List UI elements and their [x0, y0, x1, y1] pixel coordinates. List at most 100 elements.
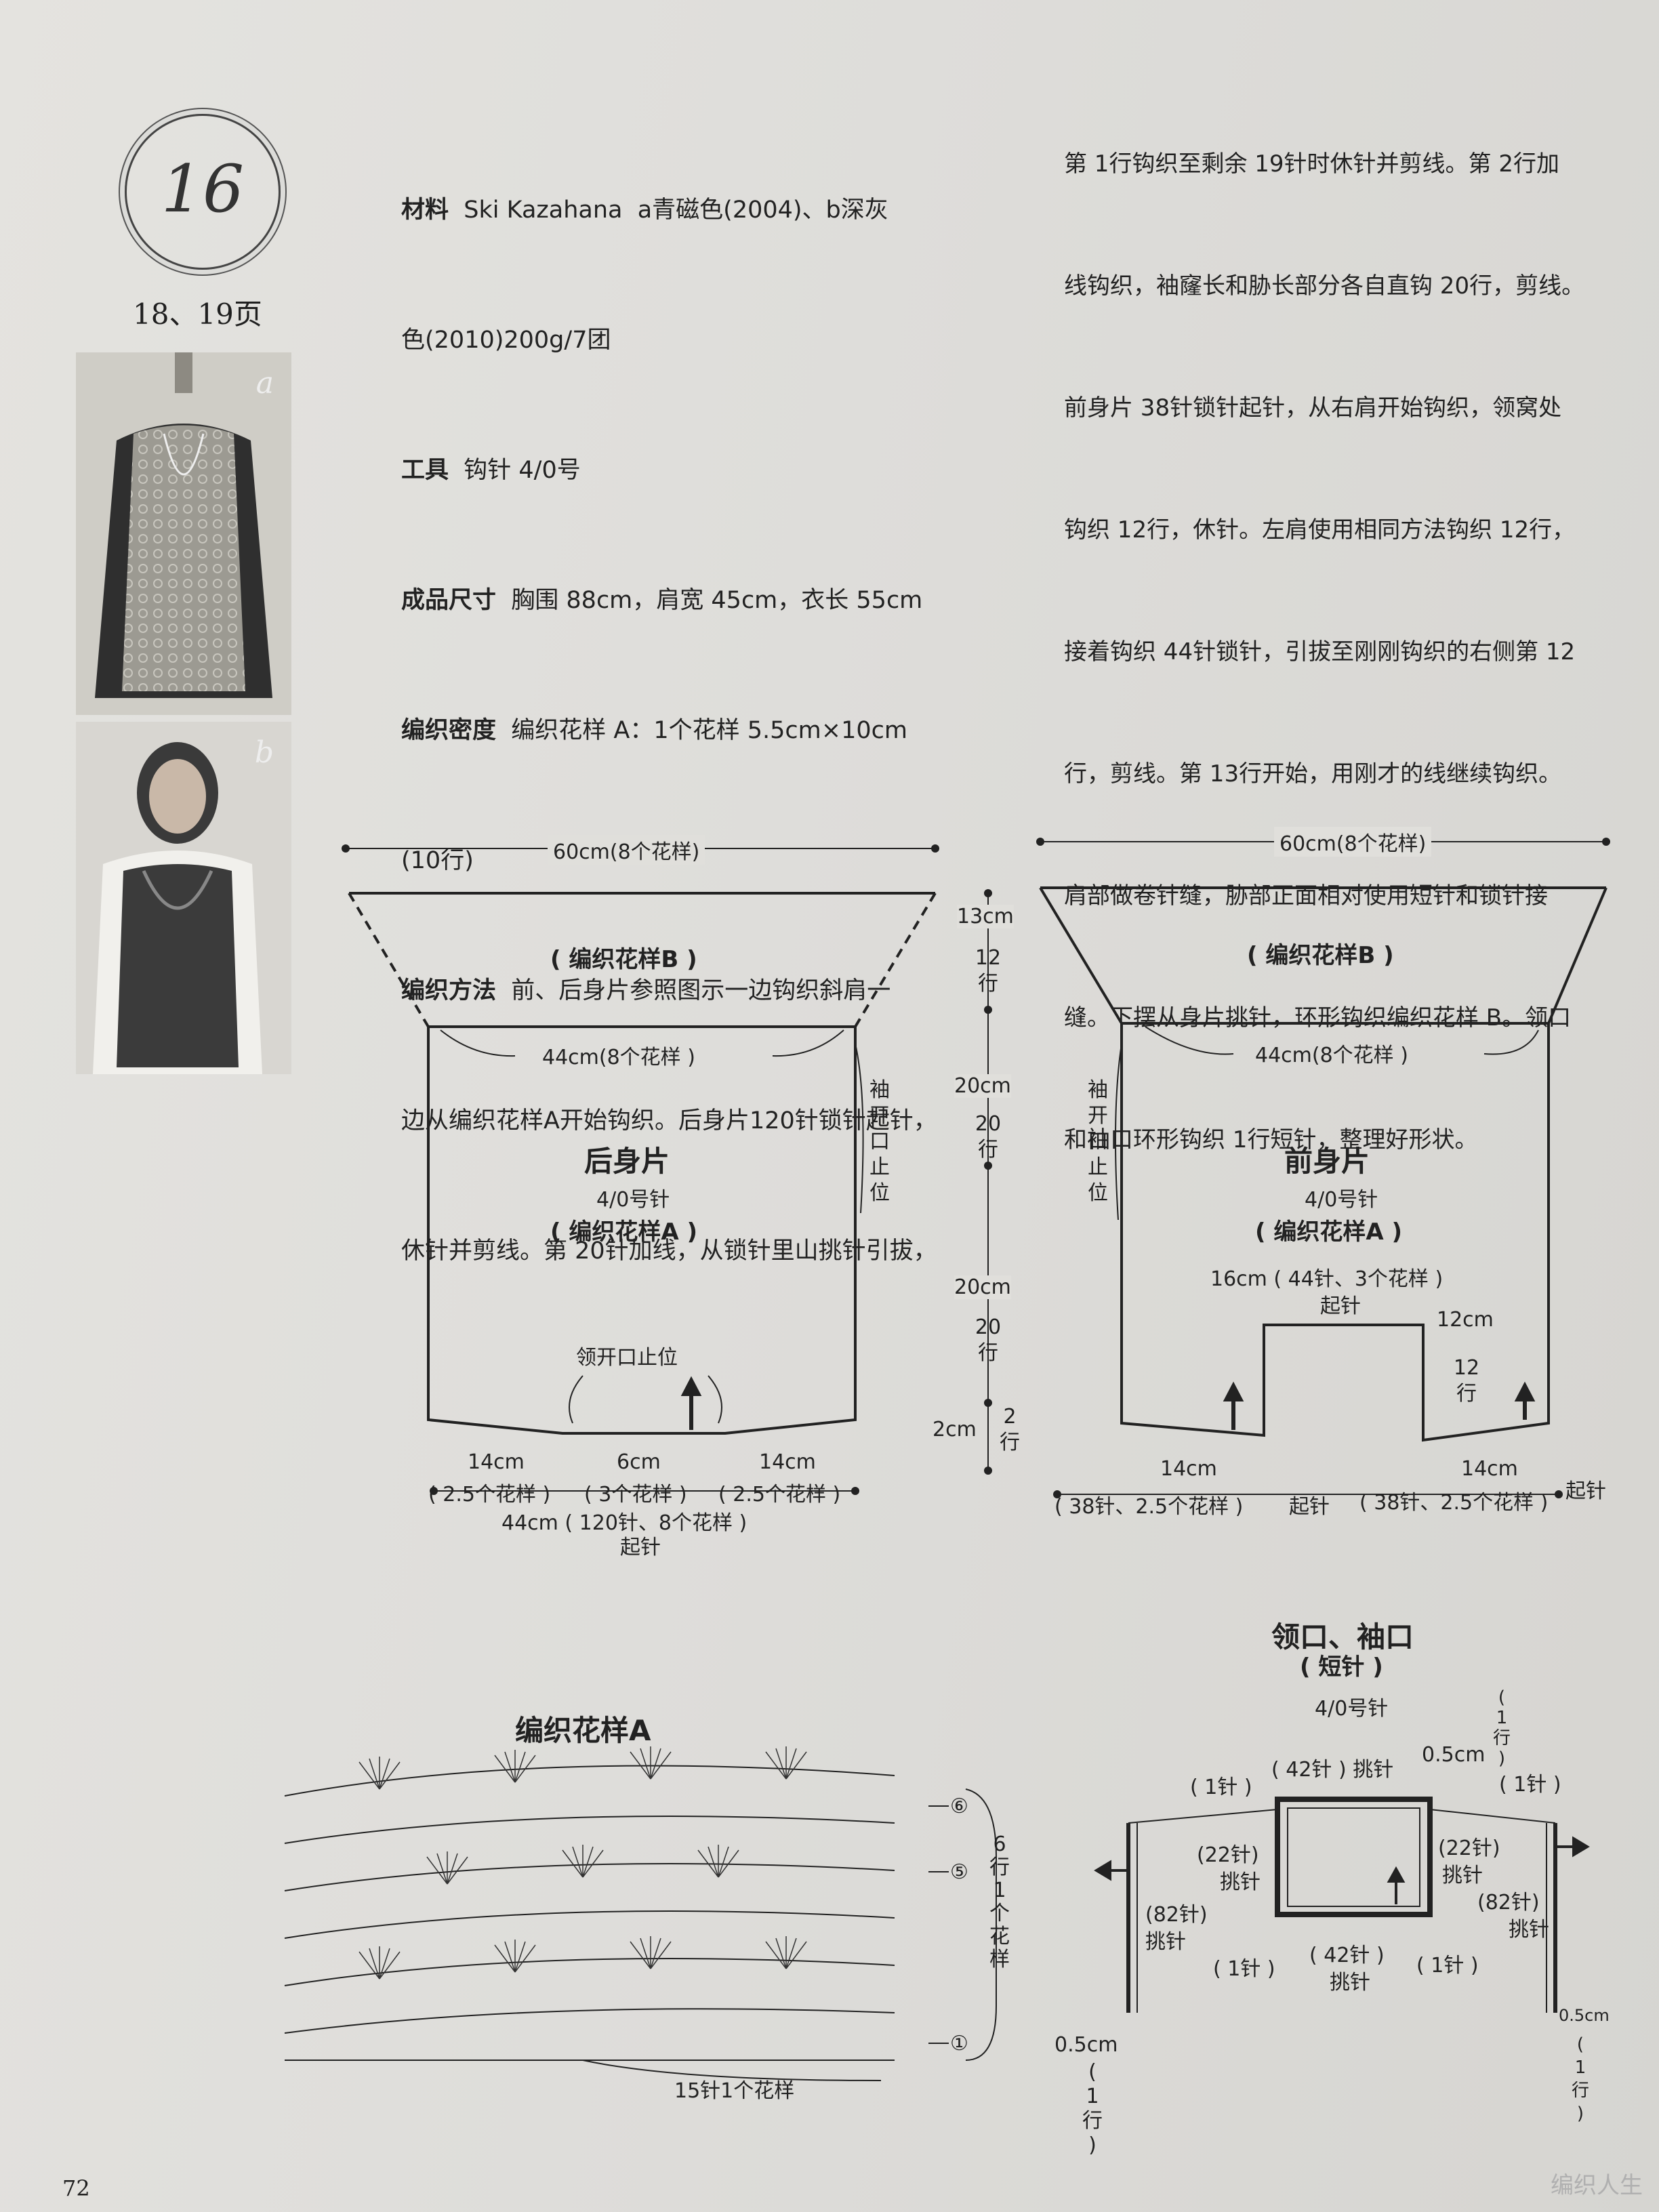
border-left: 0.5cm — [1054, 2033, 1118, 2057]
photo-a-tag: a — [255, 366, 274, 401]
size-value: 胸围 88cm，肩宽 45cm，衣长 55cm — [511, 587, 923, 614]
gauge-value: 编织花样 A：1个花样 5.5cm×10cm — [511, 717, 907, 744]
back-bottom-mid-sub: ( 3个花样 ) — [584, 1483, 687, 1507]
method-label: 编织方法 — [401, 977, 497, 1004]
sleeve-left-pick: 挑针 — [1145, 1930, 1186, 1954]
front-bottom-left-sub: ( 38针、2.5个花样 ) — [1054, 1495, 1244, 1519]
pattern-number-badge: 16 — [125, 114, 281, 270]
instruction-line: 线钩织，袖窿长和胁长部分各自直钩 20行，剪线。 — [1064, 272, 1585, 300]
tool-label: 工具 — [401, 457, 449, 484]
pattern-a-title: 编织花样A — [515, 1714, 651, 1747]
neck-armhole-stitch: ( 短针 ) — [1300, 1654, 1383, 1681]
back-bottom-left: 14cm — [468, 1450, 525, 1474]
photo-b-tag: b — [254, 735, 274, 770]
material-cont: 色(2010)200g/7团 — [401, 327, 611, 354]
back-bottom-mid: 6cm — [617, 1450, 661, 1474]
measure-20cm-b: 20cm — [954, 1275, 1011, 1299]
measure-20cm-a: 20cm — [954, 1074, 1011, 1098]
instruction-line: 接着钩织 44针锁针，引拔至刚刚钩织的右侧第 12 — [1064, 638, 1576, 665]
front-bottom-left: 14cm — [1160, 1457, 1217, 1481]
one-stitch-bottom-right: ( 1针 ) — [1416, 1954, 1479, 1978]
neck-armhole-title: 领口、袖口 — [1271, 1620, 1414, 1654]
back-bottom-total: 44cm ( 120针、8个花样 ) — [501, 1511, 747, 1535]
garment-b-illustration — [76, 722, 291, 1074]
instructions-right: 第 1行钩织至剩余 19针时休针并剪线。第 2行加 线钩织，袖窿长和胁长部分各自… — [1064, 62, 1633, 1242]
material-label: 材料 — [401, 197, 449, 224]
photo-a: a — [76, 352, 291, 715]
front-hook: 4/0号针 — [1305, 1188, 1378, 1212]
page-number: 72 — [62, 2175, 90, 2201]
pattern-number: 16 — [161, 151, 245, 227]
back-hook: 4/0号针 — [596, 1188, 670, 1212]
method-line-3: 休针并剪线。第 20针加线，从锁针里山挑针引拔， — [401, 1237, 937, 1265]
back-bottom-right: 14cm — [759, 1450, 816, 1474]
border-right: 0.5cm — [1559, 2006, 1610, 2025]
specs-block: 材料 Ski Kazahana a青磁色(2004)、b深灰 色(2010)20… — [401, 102, 1011, 1359]
row-marker-6: ⑥ — [950, 1795, 968, 1818]
sleeve-left-count: (82针) — [1145, 1903, 1208, 1927]
side-left-count: (22针) — [1197, 1843, 1259, 1867]
tool-value: 钩针 4/0号 — [464, 457, 581, 484]
front-neck-width: 16cm ( 44针、3个花样 ) — [1210, 1267, 1443, 1291]
back-pattern-b: ( 编织花样B ) — [550, 946, 697, 973]
instruction-line: 缝。下摆从身片挑针，环形钩织编织花样 B。领口 — [1064, 1004, 1572, 1031]
page-reference: 18、19页 — [133, 298, 262, 331]
side-right-count: (22针) — [1438, 1837, 1500, 1860]
instruction-line: 钩织 12行，休针。左肩使用相同方法钩织 12行， — [1064, 516, 1576, 544]
instruction-line: 第 1行钩织至剩余 19针时休针并剪线。第 2行加 — [1064, 150, 1559, 178]
one-stitch-bottom-left: ( 1针 ) — [1213, 1957, 1275, 1981]
front-neck-depth: 12cm — [1437, 1308, 1494, 1332]
neck-top-count: ( 42针 ) 挑针 — [1271, 1758, 1394, 1782]
back-top-width: 60cm(8个花样) — [548, 835, 705, 865]
back-armhole-mark: 袖开口止位 — [869, 1078, 890, 1205]
front-bottom-right-sub: ( 38针、2.5个花样 ) — [1359, 1491, 1549, 1515]
front-chain-start-right: 起针 — [1565, 1479, 1606, 1503]
instruction-line: 和袖口环形钩织 1行短针，整理好形状。 — [1064, 1126, 1478, 1153]
measure-2cm: 2cm — [933, 1418, 977, 1441]
front-mid-width: 44cm(8个花样 ) — [1255, 1044, 1408, 1067]
neck-armhole-hook: 4/0号针 — [1315, 1697, 1389, 1721]
side-right-pick: 挑针 — [1442, 1864, 1483, 1887]
front-pattern-b: ( 编织花样B ) — [1247, 942, 1394, 969]
sleeve-right-pick: 挑针 — [1509, 1918, 1549, 1942]
row-marker-1: ① — [950, 2032, 968, 2055]
back-bottom-left-sub: ( 2.5个花样 ) — [428, 1483, 551, 1507]
instruction-line: 行，剪线。第 13行开始，用刚才的线继续钩织。 — [1064, 760, 1562, 787]
front-title: 前身片 — [1284, 1145, 1370, 1178]
front-neck-chain: 起针 — [1320, 1294, 1361, 1318]
one-stitch-top-right: ( 1针 ) — [1499, 1773, 1561, 1797]
front-top-width: 60cm(8个花样) — [1274, 827, 1432, 857]
front-chain-start-left: 起针 — [1289, 1495, 1330, 1519]
back-mid-width: 44cm(8个花样 ) — [542, 1046, 695, 1069]
row-marker-5: ⑤ — [950, 1860, 968, 1884]
neck-border-top: 0.5cm — [1422, 1743, 1486, 1767]
front-bottom-right: 14cm — [1461, 1457, 1518, 1481]
pattern-a-shells — [359, 1746, 807, 1980]
size-label: 成品尺寸 — [401, 587, 497, 614]
method-line-1: 前、后身片参照图示一边钩织斜肩一 — [511, 977, 891, 1004]
back-bottom-right-sub: ( 2.5个花样 ) — [718, 1483, 841, 1507]
back-chain-start: 起针 — [620, 1536, 661, 1559]
photo-b: b — [76, 722, 291, 1074]
measure-13cm: 13cm — [957, 905, 1014, 928]
back-pattern-a: ( 编织花样A ) — [550, 1218, 698, 1246]
pattern-a-repeat: 15针1个花样 — [674, 2079, 795, 2103]
instruction-line: 前身片 38针锁针起针，从右肩开始钩织，领窝处 — [1064, 394, 1562, 422]
neck-bottom-count: ( 42针 ) — [1309, 1944, 1385, 1967]
watermark-logo: 编织人生 — [1551, 2172, 1643, 2199]
material-value: Ski Kazahana a青磁色(2004)、b深灰 — [464, 197, 888, 224]
one-stitch-top-left: ( 1针 ) — [1190, 1776, 1252, 1799]
sleeve-right-count: (82针) — [1477, 1891, 1540, 1914]
back-neck-mark: 领开口止位 — [576, 1346, 678, 1370]
